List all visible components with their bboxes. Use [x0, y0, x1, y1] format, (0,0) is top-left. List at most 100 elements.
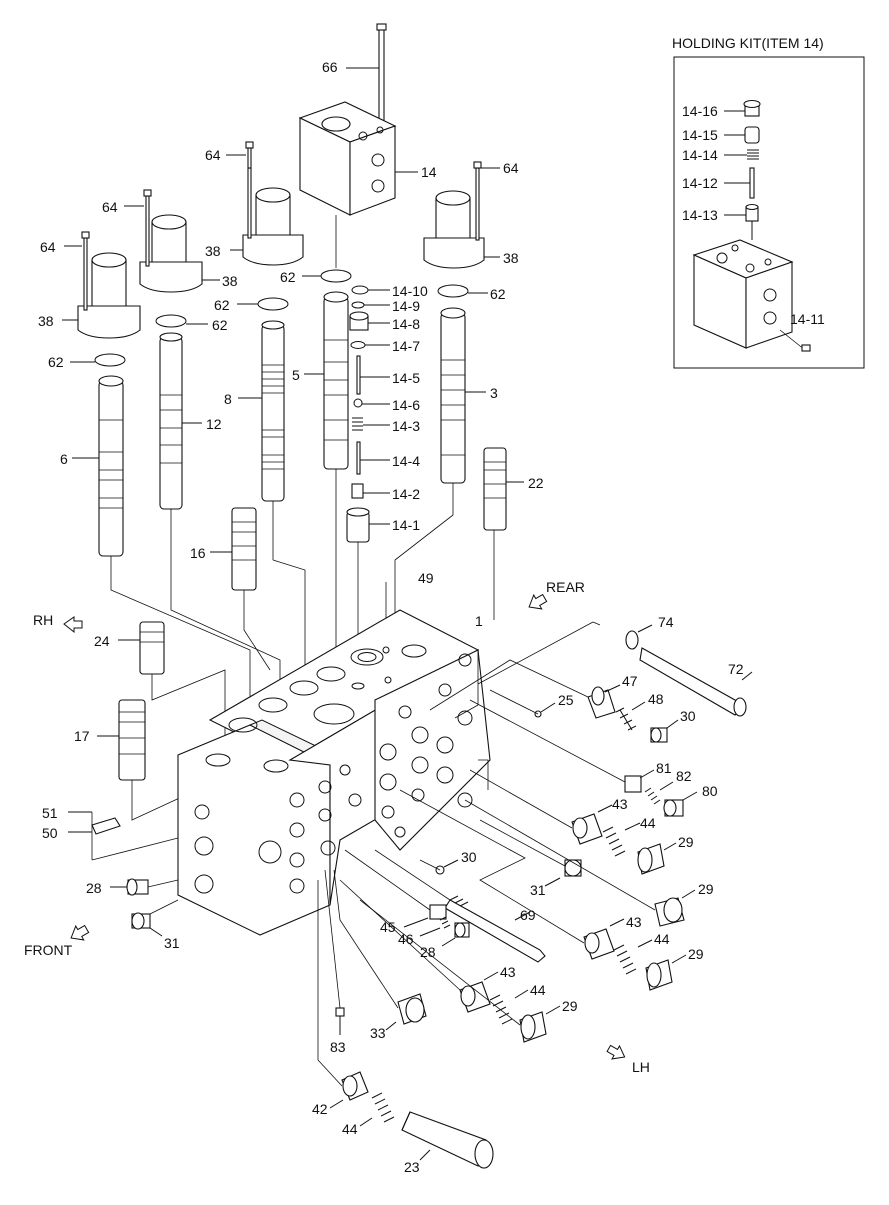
direction-arrow-rear: REAR	[528, 579, 585, 610]
label-43-b: 43	[626, 914, 642, 930]
plug-45	[403, 904, 447, 928]
label-14-2: 14-2	[392, 486, 420, 502]
plug-83	[335, 1007, 345, 1035]
label-44-d: 44	[342, 1121, 358, 1137]
label-6: 6	[60, 451, 68, 467]
label-31-b: 31	[164, 935, 180, 951]
label-14-7: 14-7	[392, 338, 420, 354]
label-69: 69	[520, 907, 536, 923]
label-14-5: 14-5	[392, 370, 420, 386]
spring-44-d	[359, 1092, 395, 1127]
label-12: 12	[206, 416, 222, 432]
plug-23	[401, 1111, 494, 1169]
spool-5	[304, 291, 349, 470]
label-44-a: 44	[640, 815, 656, 831]
label-50: 50	[42, 825, 58, 841]
relief-valve-22	[483, 447, 524, 620]
plug-30-a	[650, 719, 679, 743]
plug-81	[624, 769, 655, 793]
label-1: 1	[475, 613, 483, 629]
washer-74	[625, 624, 653, 650]
oring-62-e	[437, 284, 469, 298]
label-31-a: 31	[530, 882, 546, 898]
spring-48	[615, 701, 646, 731]
part-14-15	[724, 126, 760, 144]
oring-62-c	[155, 314, 187, 328]
housing-38-b	[124, 189, 220, 293]
spool-8	[238, 320, 285, 502]
label-64-c: 64	[102, 199, 118, 215]
label-64-b: 64	[503, 160, 519, 176]
housing-38-d	[423, 161, 500, 269]
plug-30-b	[435, 859, 459, 875]
plug-42	[329, 1071, 369, 1109]
label-62-b: 62	[214, 297, 230, 313]
label-66: 66	[322, 59, 338, 75]
spring-44-c	[489, 989, 529, 1025]
label-28-a: 28	[86, 880, 102, 896]
holding-kit-inset: HOLDING KIT(ITEM 14)	[672, 35, 865, 369]
label-14-1: 14-1	[392, 517, 420, 533]
plug-33	[385, 993, 427, 1031]
label-62-c: 62	[212, 317, 228, 333]
tie-bolt-72	[477, 621, 753, 717]
plug-43-b	[583, 918, 625, 960]
label-29-c: 29	[688, 946, 704, 962]
part-14-13	[724, 203, 759, 240]
label-38-d: 38	[503, 250, 519, 266]
label-14-4: 14-4	[392, 453, 420, 469]
callout-labels: 66 14 64 64 64 64 38 38 38 38 62 62 62 6…	[38, 59, 744, 1175]
label-62-d: 62	[48, 354, 64, 370]
spring-44-a	[602, 822, 641, 857]
valve-body-1	[177, 609, 491, 936]
spring-46	[419, 916, 451, 937]
inset-frame	[673, 56, 865, 369]
relief-valve-17	[97, 699, 146, 781]
label-43-c: 43	[500, 964, 516, 980]
label-44-b: 44	[654, 931, 670, 947]
relief-valve-16	[210, 507, 257, 591]
label-14-6: 14-6	[392, 397, 420, 413]
part-14-12	[724, 167, 755, 199]
plug-29-b	[654, 889, 696, 927]
label-38-b: 38	[222, 273, 238, 289]
label-49: 49	[418, 570, 434, 586]
plug-31-a	[544, 859, 582, 887]
label-81: 81	[656, 760, 672, 776]
label-14-3: 14-3	[392, 418, 420, 434]
label-30-b: 30	[461, 849, 477, 865]
plug-29-c	[645, 954, 687, 991]
holding-kit-parts	[346, 285, 390, 543]
label-5: 5	[292, 367, 300, 383]
holding-block-14	[298, 101, 418, 268]
oring-62-a	[320, 269, 352, 283]
label-83: 83	[330, 1039, 346, 1055]
spool-3	[440, 307, 486, 484]
oring-62-b	[257, 297, 289, 311]
plug-29-d	[519, 1005, 561, 1043]
label-3: 3	[490, 385, 498, 401]
label-51: 51	[42, 805, 58, 821]
oring-62-d	[94, 353, 126, 367]
label-29-b: 29	[698, 881, 714, 897]
right-leader-lines	[399, 621, 656, 944]
direction-rh-label: RH	[33, 612, 53, 628]
label-25: 25	[558, 692, 574, 708]
label-64-d: 64	[40, 239, 56, 255]
plug-43-c	[459, 971, 499, 1013]
plate-51-50	[68, 811, 179, 861]
label-30-a: 30	[680, 708, 696, 724]
label-62-e: 62	[490, 286, 506, 302]
direction-lh-label: LH	[632, 1059, 650, 1075]
label-38-c: 38	[38, 313, 54, 329]
inset-title: HOLDING KIT(ITEM 14)	[672, 35, 824, 51]
label-16: 16	[190, 545, 206, 561]
label-38-a: 38	[205, 243, 221, 259]
label-29-d: 29	[562, 998, 578, 1014]
label-22: 22	[528, 475, 544, 491]
plug-29-a	[637, 842, 677, 875]
label-64-a: 64	[205, 147, 221, 163]
label-62-a: 62	[280, 269, 296, 285]
spool-6	[72, 375, 124, 557]
